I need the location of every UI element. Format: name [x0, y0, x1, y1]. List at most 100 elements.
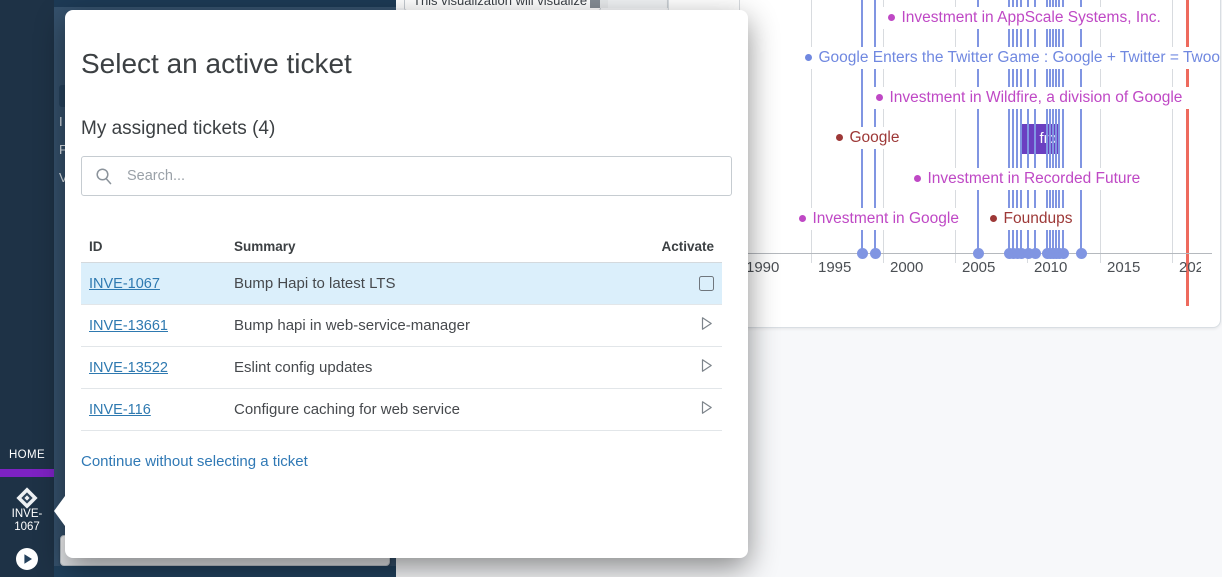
axis-tick-label: 2020	[1179, 259, 1201, 276]
toolbar-segment	[608, 0, 668, 8]
event-axis-dot	[1075, 247, 1087, 259]
ticket-search-box	[81, 156, 732, 196]
ticket-id-cell: INVE-13661	[81, 317, 234, 335]
event-bullet-icon	[875, 94, 883, 102]
event-bullet-icon	[887, 13, 895, 21]
ticket-id-link[interactable]: INVE-116	[89, 401, 151, 418]
column-header-id: ID	[89, 238, 103, 254]
column-header-activate: Activate	[661, 238, 714, 254]
ticket-summary: Eslint config updates	[234, 359, 373, 376]
ticket-id-link[interactable]: INVE-1067	[89, 275, 160, 292]
sidebar-play-button[interactable]	[15, 547, 39, 571]
timeline-event-line	[1027, 0, 1029, 253]
timeline-event-label[interactable]: Investment in Wildfire, a division of Go…	[869, 87, 1190, 110]
sidebar-item-home[interactable]: HOME	[8, 449, 46, 461]
timeline-event-line	[1016, 0, 1018, 253]
axis-tick-labels: 1990199520002005201020152020	[669, 259, 1201, 279]
ticket-id-link[interactable]: INVE-13661	[89, 317, 168, 334]
column-header-summary: Summary	[234, 238, 296, 254]
event-axis-dot	[1029, 247, 1041, 259]
year-gridline	[1100, 0, 1101, 263]
timeline-event-line	[1008, 0, 1010, 253]
ticket-table-header: ID Summary Activate	[81, 230, 722, 263]
activate-checkbox[interactable]	[699, 276, 714, 291]
run-ticket-play-icon[interactable]	[699, 400, 714, 420]
select-ticket-modal: Select an active ticket My assigned tick…	[54, 10, 748, 558]
modal-pointer-arrow	[54, 496, 65, 526]
ticket-action-cell	[652, 400, 722, 420]
table-row[interactable]: INVE-13661 Bump hapi in web-service-manag…	[81, 305, 722, 347]
axis-tick-label: 2015	[1107, 259, 1141, 276]
timeline-event-line	[1046, 0, 1048, 253]
timeline-event-line	[1034, 0, 1036, 253]
timeline-event-label[interactable]: Investment in Google	[792, 208, 966, 230]
scrollbar-thumb[interactable]	[590, 0, 600, 8]
timeline-event-label[interactable]: Foundups	[983, 208, 1080, 230]
event-label-text: Foundups	[1003, 210, 1073, 227]
timeline-event-label[interactable]: Google Enters the Twitter Game : Google …	[798, 46, 1221, 69]
ticket-id-cell: INVE-1067	[81, 275, 234, 293]
ticket-id-cell: INVE-13522	[81, 359, 234, 377]
axis-tick-label: 1995	[818, 259, 852, 276]
assigned-tickets-heading: My assigned tickets (4)	[81, 118, 276, 139]
event-axis-dot	[1057, 247, 1069, 259]
ticket-summary: Bump Hapi to latest LTS	[234, 275, 396, 292]
event-axis-dot	[869, 247, 881, 259]
year-gridline	[1172, 0, 1173, 263]
timeline-event-line	[1058, 0, 1060, 253]
event-bullet-icon	[798, 215, 806, 222]
run-ticket-play-icon[interactable]	[699, 316, 714, 336]
year-gridline	[955, 0, 956, 263]
ticket-summary: Bump hapi in web-service-manager	[234, 317, 470, 334]
active-ticket-label[interactable]: INVE- 1067	[11, 508, 43, 533]
timeline-event-label[interactable]: Investment in AppScale Systems, Inc.	[881, 6, 1168, 29]
event-axis-dot	[1015, 247, 1027, 259]
event-label-text: Google Enters the Twitter Game : Google …	[818, 48, 1221, 66]
ticket-action-cell	[652, 316, 722, 336]
table-row[interactable]: INVE-116 Configure caching for web servic…	[81, 389, 722, 431]
timeline-event-label[interactable]: Investment in Recorded Future	[907, 167, 1148, 190]
ticket-action-cell	[652, 276, 722, 291]
timeline-event-line	[1020, 0, 1022, 253]
active-ticket-divider	[0, 469, 54, 477]
event-label-text: Investment in Recorded Future	[927, 169, 1141, 187]
ticket-table-rows: INVE-1067 Bump Hapi to latest LTS INVE-136…	[81, 263, 722, 431]
run-ticket-play-icon[interactable]	[699, 358, 714, 378]
sidebar-item-active-ticket[interactable]	[14, 485, 40, 511]
timeline-event-line	[1055, 0, 1057, 253]
table-row[interactable]: INVE-1067 Bump Hapi to latest LTS	[81, 263, 722, 305]
event-axis-dot	[1022, 247, 1034, 259]
timeline-event-line	[861, 0, 863, 253]
play-icon	[15, 548, 39, 575]
timeline-now-line	[1185, 0, 1189, 306]
ticket-summary: Configure caching for web service	[234, 401, 460, 418]
event-label-text: Investment in Wildfire, a division of Go…	[889, 89, 1183, 107]
event-axis-dot	[972, 247, 984, 259]
config-panel-footer	[54, 566, 396, 577]
timeline-event-line	[874, 0, 876, 253]
timeline-event-line	[1012, 0, 1014, 253]
timeline-event-line	[1052, 0, 1054, 253]
event-bullet-icon	[913, 174, 921, 182]
config-field-label: V	[59, 170, 68, 185]
config-field-label: F	[59, 142, 67, 157]
event-axis-dot	[856, 247, 868, 259]
ticket-id-link[interactable]: INVE-13522	[89, 359, 168, 376]
axis-tick-label: 2010	[1034, 259, 1068, 276]
visualization-hint-text: This visualization will visualize	[413, 0, 588, 8]
event-label-text: Investment in Google	[812, 210, 959, 227]
search-input[interactable]	[125, 167, 731, 185]
continue-without-ticket-link[interactable]: Continue without selecting a ticket	[81, 453, 308, 470]
table-row[interactable]: INVE-13522 Eslint config updates	[81, 347, 722, 389]
modal-title: Select an active ticket	[81, 48, 352, 79]
event-bullet-icon	[989, 215, 997, 222]
timeline-event-label[interactable]: Google	[829, 127, 907, 150]
axis-tick-label: 2000	[890, 259, 924, 276]
timeline-event-line	[1062, 0, 1064, 253]
ticket-diamond-icon	[14, 487, 40, 515]
ticket-id-cell: INVE-116	[81, 401, 234, 419]
icon-sidebar: HOME INVE- 1067	[0, 0, 54, 577]
search-icon	[96, 168, 112, 185]
event-bullet-icon	[804, 53, 812, 61]
